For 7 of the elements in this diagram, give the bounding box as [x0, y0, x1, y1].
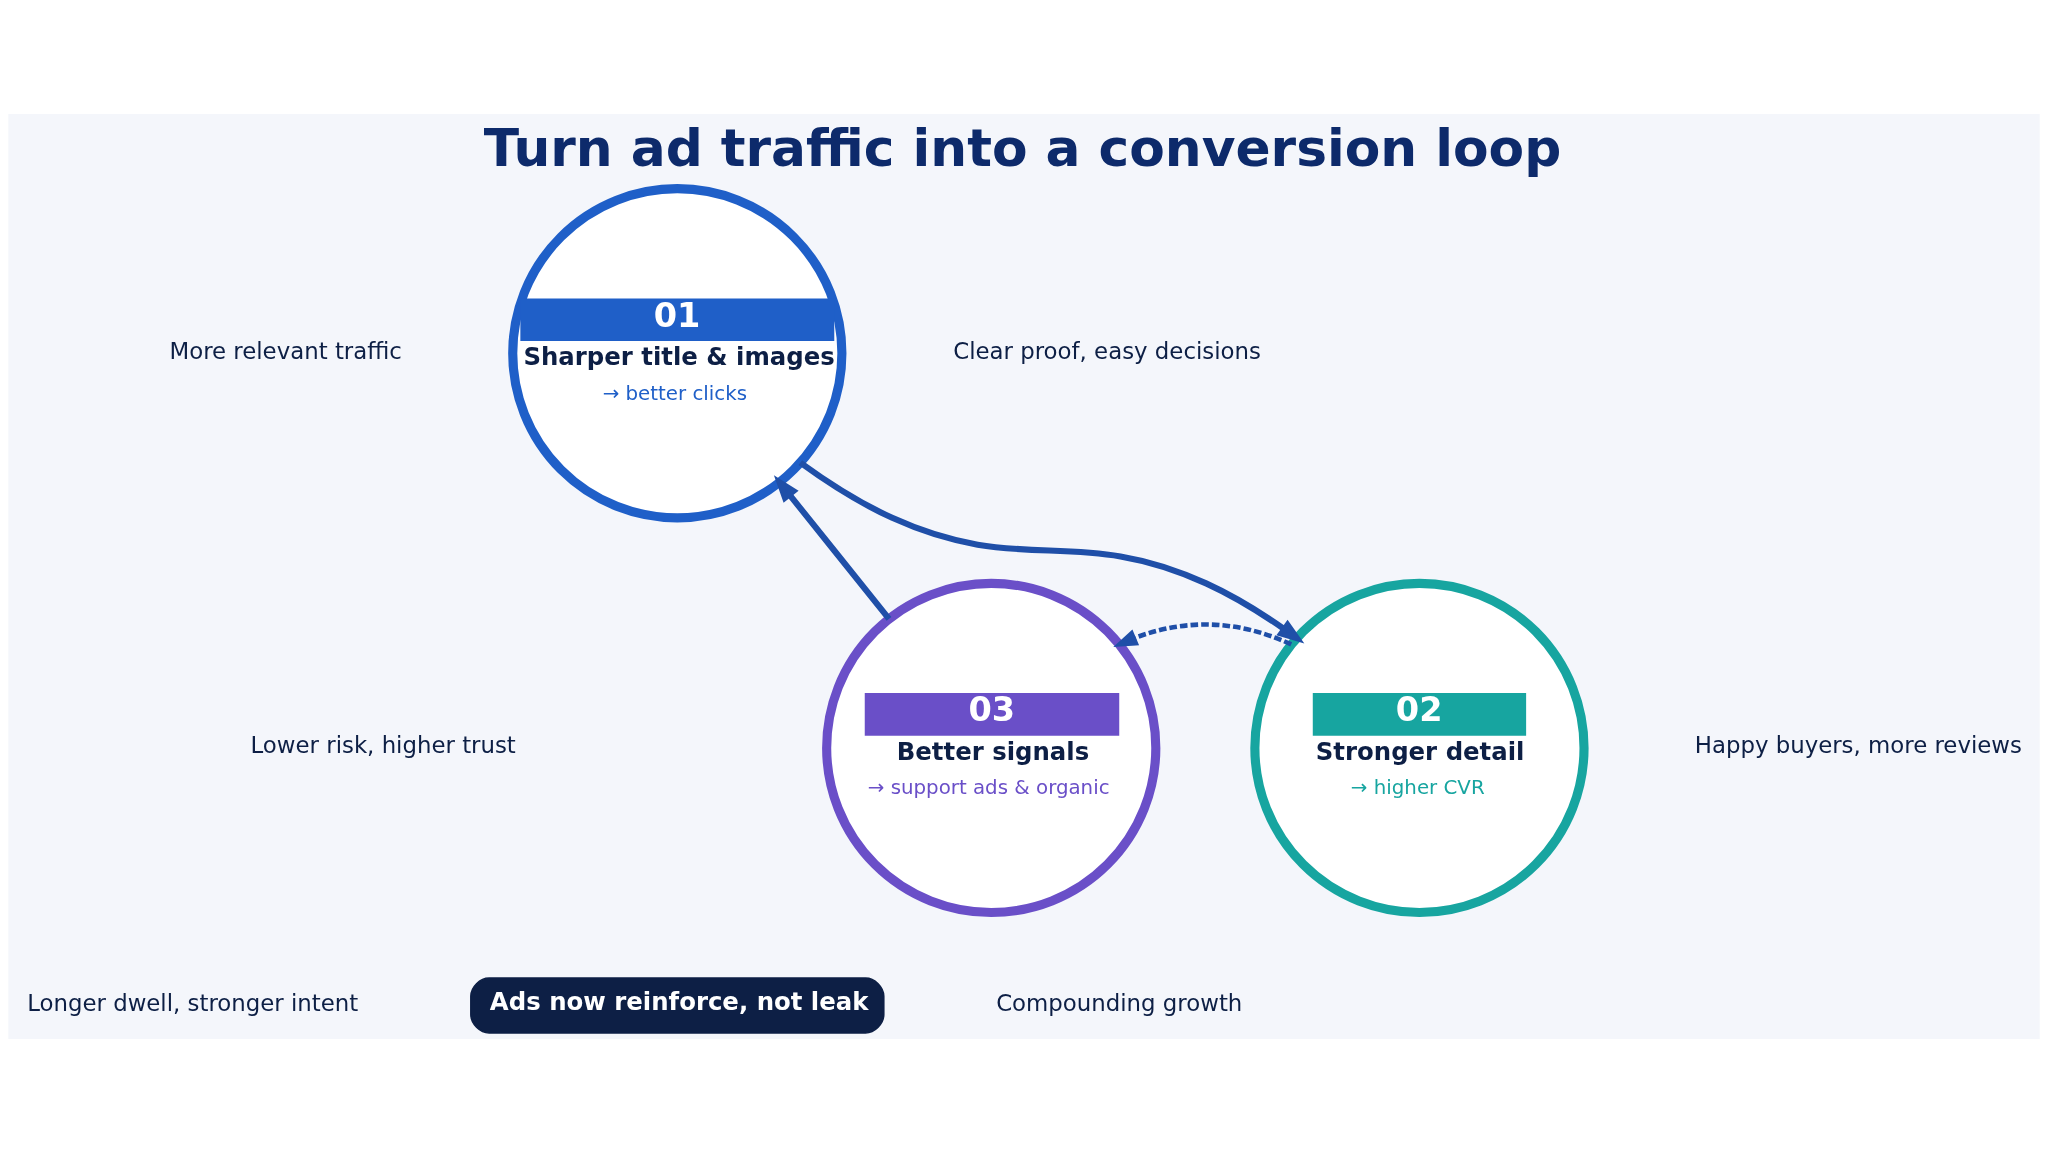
label: Compounding growth — [996, 989, 1243, 1016]
label: Happy buyers, more reviews — [1694, 731, 2022, 758]
diagram-title: Turn ad traffic into a conversion loop — [483, 117, 1562, 178]
label: More relevant traffic — [169, 337, 402, 364]
label: Clear proof, easy decisions — [953, 337, 1261, 364]
label: Lower risk, higher trust — [250, 731, 516, 758]
label: Longer dwell, stronger intent — [27, 989, 359, 1016]
